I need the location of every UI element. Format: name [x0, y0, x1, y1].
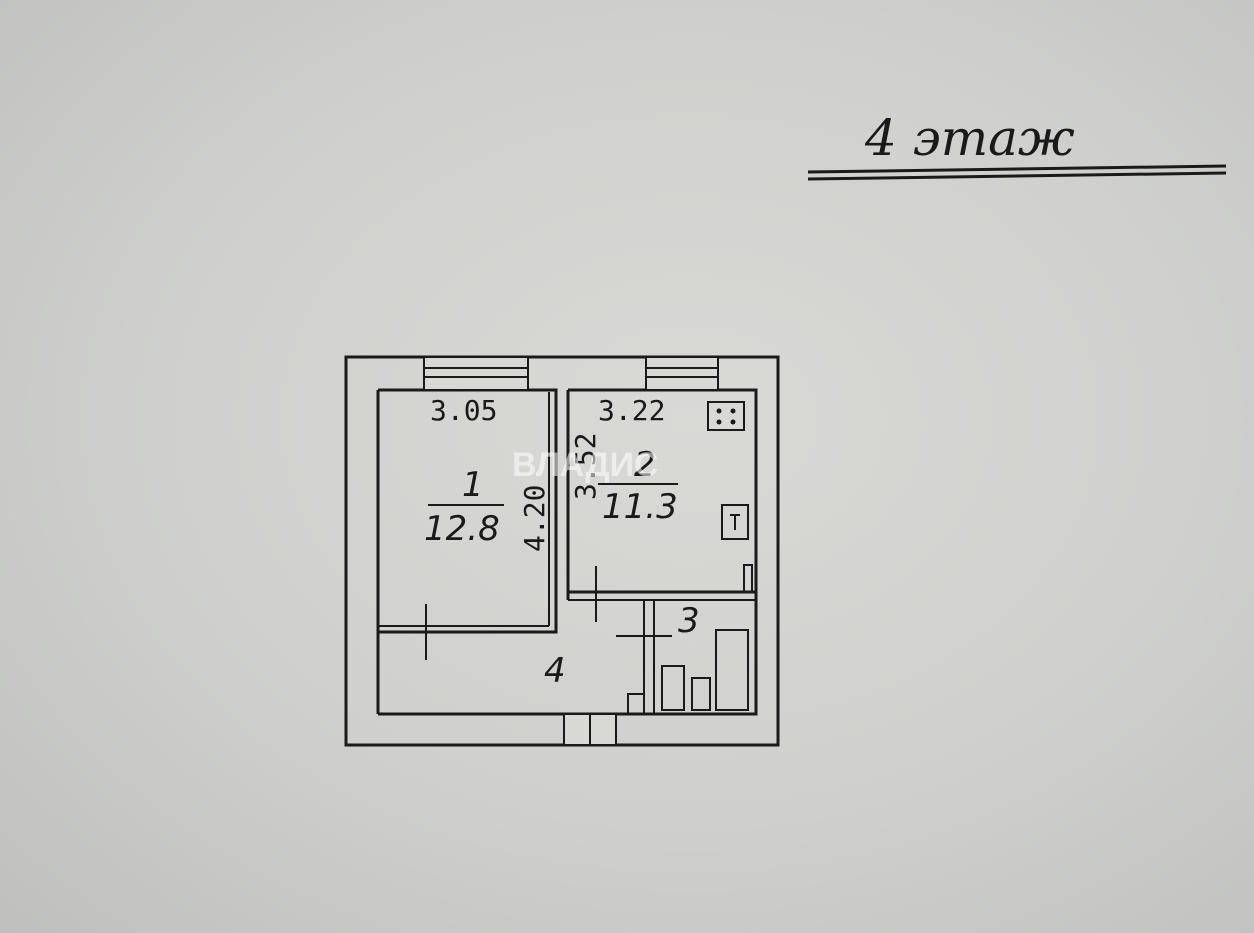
room-1-number: 1 — [462, 465, 484, 505]
room-4-number: 4 — [544, 651, 566, 691]
stove-burner — [730, 419, 736, 425]
bathroom-step — [627, 693, 644, 714]
floor-underline-2 — [807, 171, 1227, 181]
room-1-area: 12.8 — [424, 509, 500, 549]
room-2-number: 2 — [634, 445, 656, 485]
room-2-width: 3.22 — [598, 394, 665, 427]
floor-underline-1 — [807, 164, 1227, 174]
stove — [707, 401, 745, 431]
bathtub — [715, 629, 749, 711]
toilet — [661, 665, 685, 711]
floor-label: 4 этаж — [864, 109, 1075, 167]
stove-burner — [716, 419, 722, 425]
riser — [743, 564, 753, 593]
room-3-number: 3 — [678, 601, 700, 641]
room-2-depth: 3.52 — [569, 433, 602, 500]
window-room-1 — [423, 356, 529, 391]
room-1-depth: 4.20 — [518, 485, 551, 552]
kitchen-sink — [721, 504, 749, 540]
watermark-text: ВЛАДИС — [512, 446, 659, 484]
window-room-2 — [645, 356, 719, 391]
room-2-area: 11.3 — [602, 487, 678, 527]
room-1-width: 3.05 — [430, 394, 497, 427]
stove-burner — [716, 408, 722, 414]
outer-wall — [344, 355, 780, 747]
stove-burner — [730, 408, 736, 414]
sink — [691, 677, 711, 711]
